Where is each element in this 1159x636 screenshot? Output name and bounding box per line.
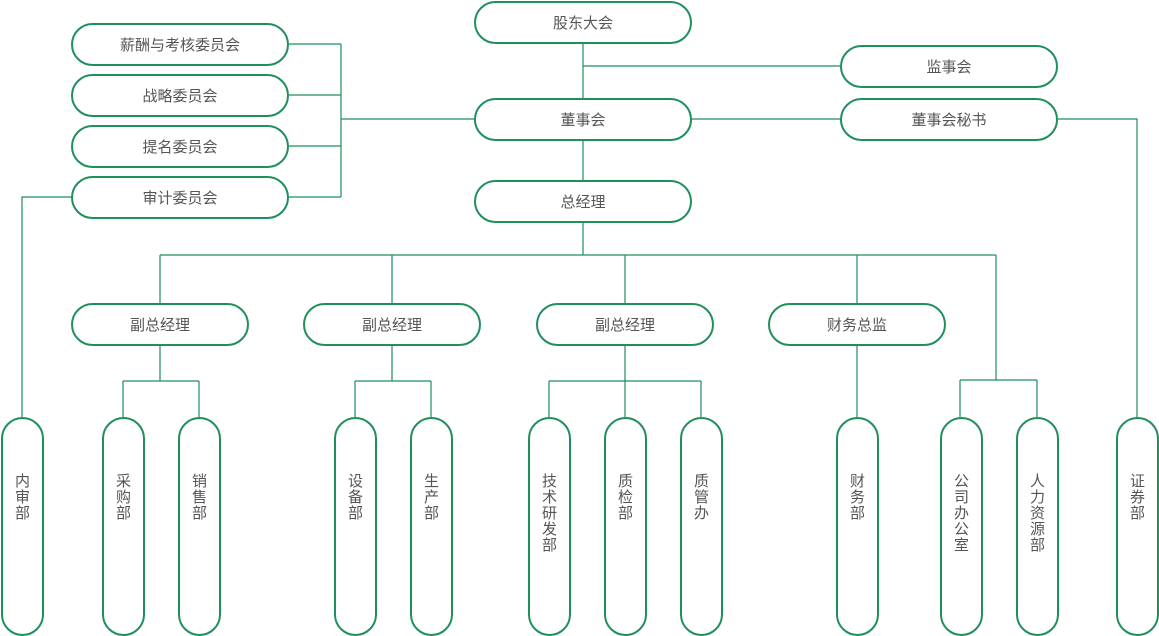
committee-node: 提名委员会	[71, 125, 289, 168]
department-node: 公司办公室	[940, 417, 983, 636]
vp-node: 副总经理	[303, 303, 481, 346]
vp-node: 副总经理	[536, 303, 714, 346]
board-of-directors-node: 董事会	[474, 98, 692, 141]
department-node: 内审部	[1, 417, 44, 636]
shareholders-meeting-node: 股东大会	[474, 1, 692, 44]
committee-node: 薪酬与考核委员会	[71, 23, 289, 66]
department-label: 公司办公室	[952, 473, 970, 553]
department-node: 质检部	[604, 417, 647, 636]
department-node: 证券部	[1116, 417, 1159, 636]
cfo-node: 财务总监	[768, 303, 946, 346]
department-label: 技术研发部	[540, 473, 558, 553]
department-label: 证券部	[1128, 473, 1146, 521]
department-node: 生产部	[410, 417, 453, 636]
board-secretary-node: 董事会秘书	[840, 98, 1058, 141]
department-node: 销售部	[178, 417, 221, 636]
department-label: 财务部	[848, 473, 866, 521]
department-node: 质管办	[680, 417, 723, 636]
department-node: 技术研发部	[528, 417, 571, 636]
department-label: 内审部	[13, 473, 31, 521]
department-label: 质管办	[692, 473, 710, 521]
department-label: 采购部	[114, 473, 132, 521]
committee-node: 战略委员会	[71, 74, 289, 117]
department-node: 设备部	[334, 417, 377, 636]
department-label: 设备部	[346, 473, 364, 521]
department-node: 采购部	[102, 417, 145, 636]
general-manager-node: 总经理	[474, 180, 692, 223]
supervisory-board-node: 监事会	[840, 45, 1058, 88]
committee-node: 审计委员会	[71, 176, 289, 219]
department-label: 销售部	[190, 473, 208, 521]
department-label: 质检部	[616, 473, 634, 521]
vp-node: 副总经理	[71, 303, 249, 346]
department-label: 人力资源部	[1028, 473, 1046, 553]
department-node: 人力资源部	[1016, 417, 1059, 636]
department-node: 财务部	[836, 417, 879, 636]
department-label: 生产部	[422, 473, 440, 521]
